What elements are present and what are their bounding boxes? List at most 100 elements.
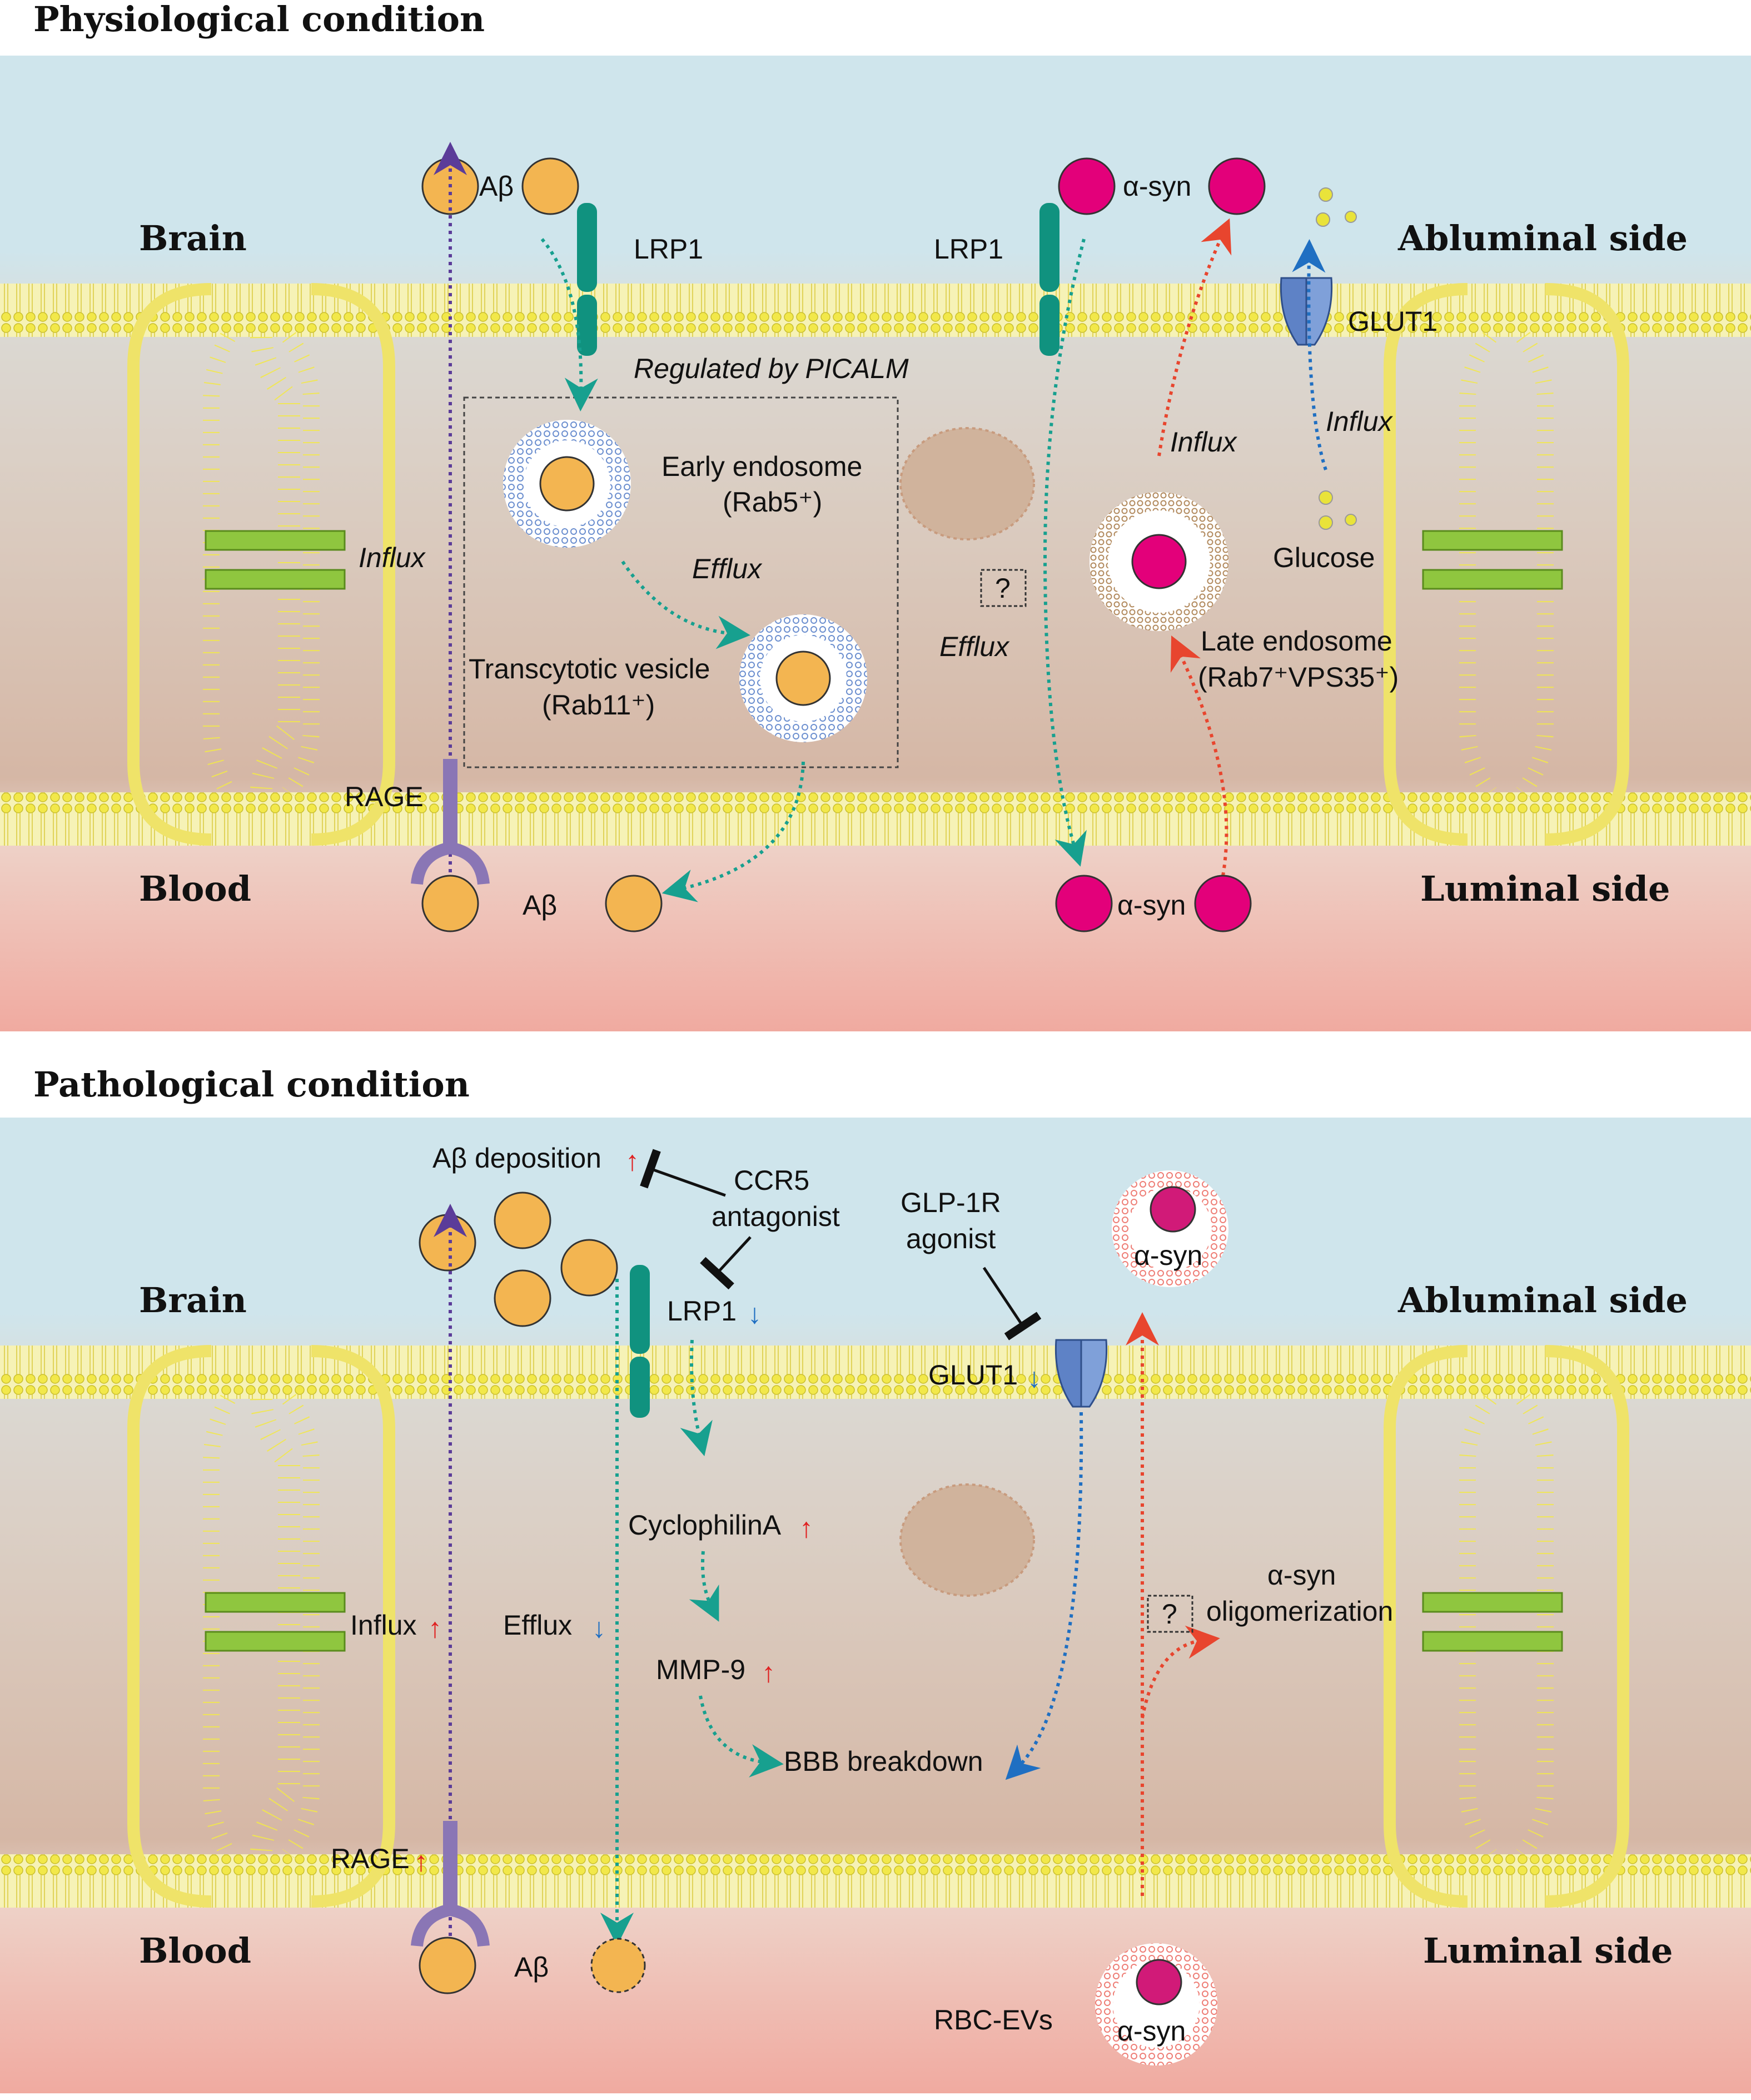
influx-label: Influx xyxy=(1326,406,1394,437)
pathological-title: Pathological condition xyxy=(33,1064,470,1105)
abeta-particle xyxy=(419,1937,476,1994)
asyn-release-arrow xyxy=(1157,218,1232,456)
lrp1-receptor xyxy=(1039,203,1059,292)
glut1-label: GLUT1 xyxy=(1348,306,1437,337)
asyn-label: α-syn xyxy=(1134,1240,1202,1271)
unknown-box xyxy=(1147,1595,1193,1633)
lrp1-receptor xyxy=(577,203,597,292)
blood-label: Blood xyxy=(139,868,251,909)
up-arrow-icon: ↑ xyxy=(414,1846,428,1877)
glut1-transporter xyxy=(1054,1339,1108,1408)
regulated-label: Regulated by PICALM xyxy=(634,353,909,384)
cyclophilin-label: CyclophilinA xyxy=(628,1510,782,1541)
unknown-box xyxy=(980,569,1027,607)
transcytosis-box xyxy=(463,396,899,768)
abeta-particle xyxy=(419,1214,476,1272)
glucose-molecule xyxy=(1319,490,1333,505)
asyn-particle xyxy=(1208,157,1266,215)
up-arrow-icon: ↑ xyxy=(625,1145,639,1176)
rbc-evs-label: RBC-EVs xyxy=(934,2004,1053,2036)
oligomerization-arrow xyxy=(1141,1625,1220,1719)
asyn-label: α-syn xyxy=(1117,890,1186,921)
asyn-label: α-syn xyxy=(1117,2015,1186,2047)
nucleus xyxy=(899,427,1035,540)
release-arrow xyxy=(661,761,805,902)
blood-label: Blood xyxy=(139,1930,251,1971)
abeta-label: Aβ xyxy=(514,1952,549,1983)
up-arrow-icon: ↑ xyxy=(762,1657,775,1688)
late-endosome-label: Late endosome xyxy=(1201,625,1392,657)
abeta-particle-reduced xyxy=(590,1938,646,1993)
rab7-label: (Rab7⁺VPS35⁺) xyxy=(1198,662,1399,693)
abluminal-label: Abluminal side xyxy=(1397,1280,1688,1320)
abeta-particle xyxy=(494,1269,551,1327)
glucose-molecule xyxy=(1345,514,1357,526)
mmp9-label: MMP-9 xyxy=(656,1654,745,1685)
lrp1-label: LRP1 xyxy=(934,234,1003,265)
abeta-particle xyxy=(775,651,831,706)
abeta-particle xyxy=(539,456,595,512)
brain-label: Brain xyxy=(139,218,247,259)
lrp1-uptake-arrow xyxy=(540,238,598,411)
brain-label: Brain xyxy=(139,1280,247,1320)
asyn-efflux-arrow xyxy=(1043,239,1087,867)
rage-receptor xyxy=(411,841,490,885)
efflux-label: Efflux xyxy=(692,553,763,584)
abluminal-label: Abluminal side xyxy=(1397,218,1688,259)
rage-label: RAGE xyxy=(345,781,424,812)
abeta-particle xyxy=(521,157,579,215)
physiological-title: Physiological condition xyxy=(33,0,485,39)
down-arrow-icon: ↓ xyxy=(748,1298,762,1329)
asyn-olig-label: α-syn xyxy=(1267,1560,1336,1591)
influx-label: Influx xyxy=(350,1610,417,1641)
efflux-arrow xyxy=(621,560,750,649)
glucose-molecule xyxy=(1345,211,1357,223)
asyn-particle xyxy=(1150,1186,1196,1233)
asyn-label: α-syn xyxy=(1123,171,1191,202)
glucose-molecule xyxy=(1316,212,1330,227)
question-mark: ? xyxy=(1162,1598,1177,1630)
antagonist-label: antagonist xyxy=(712,1201,840,1232)
glut1-bbb-arrow xyxy=(1005,1412,1083,1780)
efflux-label: Efflux xyxy=(939,631,1010,662)
glucose-molecule xyxy=(1319,187,1333,202)
up-arrow-icon: ↑ xyxy=(799,1512,813,1543)
lrp1-label: LRP1 xyxy=(634,234,703,265)
luminal-label: Luminal side xyxy=(1420,868,1670,909)
down-arrow-icon: ↓ xyxy=(592,1612,606,1644)
asyn-particle xyxy=(1131,534,1187,589)
abeta-label: Aβ xyxy=(479,171,514,202)
asyn-influx-arrow xyxy=(1170,635,1228,876)
rab5-label: (Rab5⁺) xyxy=(723,486,822,518)
lrp1-receptor xyxy=(630,1265,650,1354)
lrp1-label: LRP1 xyxy=(667,1295,737,1327)
abeta-particle xyxy=(560,1239,618,1297)
efflux-label: Efflux xyxy=(503,1610,572,1641)
ccr5-label: CCR5 xyxy=(734,1165,809,1196)
glp1r-label: GLP-1R xyxy=(901,1187,1001,1218)
up-arrow-icon: ↑ xyxy=(428,1612,442,1644)
rage-receptor xyxy=(411,1903,490,1947)
agonist-label: agonist xyxy=(906,1223,996,1254)
influx-label: Influx xyxy=(359,542,426,573)
rage-label: RAGE xyxy=(331,1843,410,1874)
lrp1-receptor xyxy=(630,1357,650,1418)
asyn-particle xyxy=(1055,875,1113,932)
asyn-particle xyxy=(1058,157,1116,215)
abeta-deposition-label: Aβ deposition xyxy=(432,1143,601,1174)
ccr5-inhibition-arrow xyxy=(640,1149,726,1197)
asyn-particle xyxy=(1136,1959,1182,2005)
glucose-label: Glucose xyxy=(1273,542,1375,573)
abeta-particle xyxy=(494,1192,551,1249)
asyn-particle xyxy=(1194,875,1252,932)
influx-label: Influx xyxy=(1170,426,1238,458)
glut1-transporter xyxy=(1280,277,1333,346)
rage-receptor xyxy=(443,759,457,853)
rab11-label: (Rab11⁺) xyxy=(542,689,655,721)
bbb-breakdown-label: BBB breakdown xyxy=(784,1746,983,1777)
lrp1-receptor xyxy=(577,295,597,356)
question-mark: ? xyxy=(995,573,1011,604)
physiological-panel: Brain Blood Abluminal side Luminal side … xyxy=(0,56,1751,1031)
nucleus xyxy=(899,1483,1035,1597)
